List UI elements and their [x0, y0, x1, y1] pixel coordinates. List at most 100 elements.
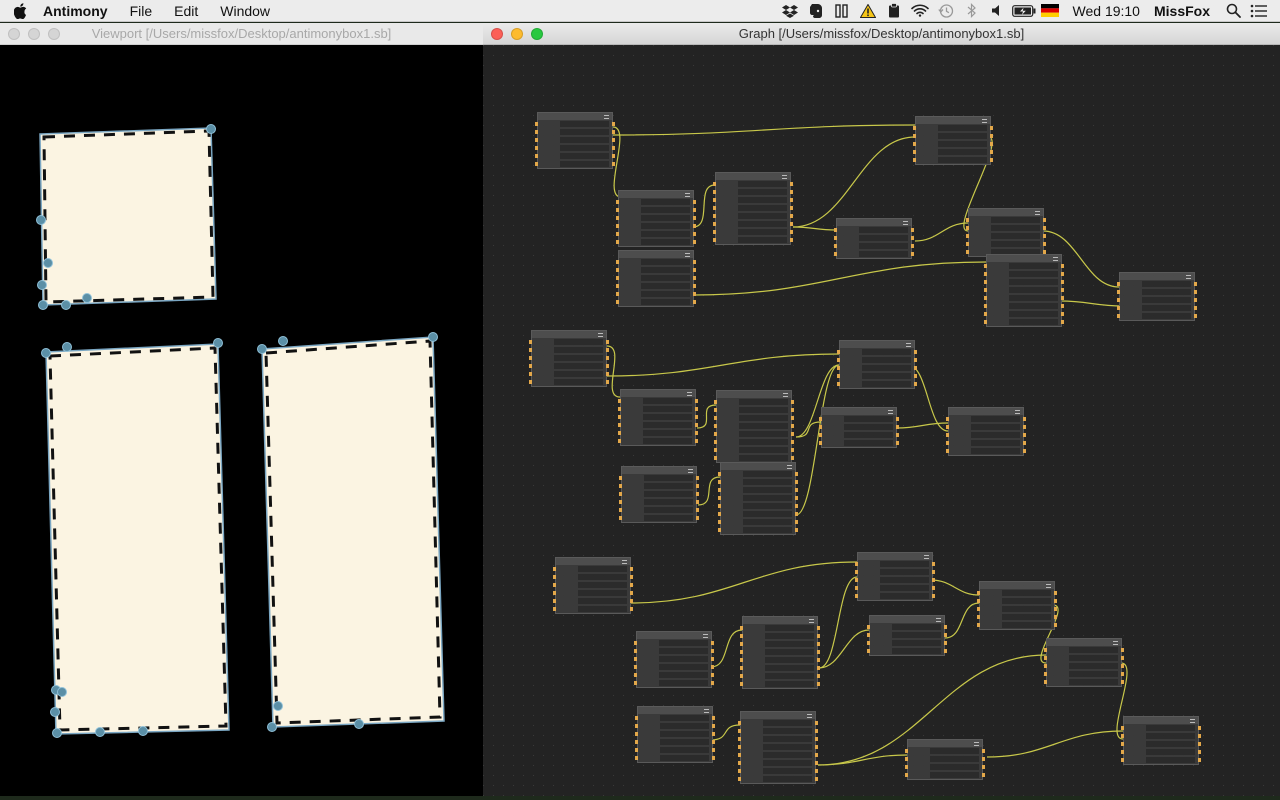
- output-pin[interactable]: [990, 158, 993, 162]
- node-field-row[interactable]: [740, 664, 820, 672]
- input-pin[interactable]: [966, 242, 969, 246]
- node-menu-icon[interactable]: [903, 220, 908, 225]
- node-field-row[interactable]: [718, 470, 798, 478]
- node-field-row[interactable]: [713, 236, 793, 244]
- node-connection-wire[interactable]: [795, 364, 840, 438]
- output-pin[interactable]: [795, 472, 798, 476]
- input-pin[interactable]: [616, 240, 619, 244]
- node-field-row[interactable]: [867, 647, 947, 655]
- input-pin[interactable]: [1117, 290, 1120, 294]
- node-field-row[interactable]: [913, 132, 993, 140]
- node-field-row[interactable]: [616, 230, 696, 238]
- node-field-row[interactable]: [619, 482, 699, 490]
- node-field-row[interactable]: [634, 647, 714, 655]
- graph-node[interactable]: [740, 616, 820, 689]
- node-field-row[interactable]: [1117, 304, 1197, 312]
- output-pin[interactable]: [1023, 449, 1026, 453]
- input-pin[interactable]: [1121, 742, 1124, 746]
- output-pin[interactable]: [1198, 758, 1201, 762]
- node-field-value[interactable]: [1069, 647, 1118, 653]
- input-pin[interactable]: [714, 408, 717, 412]
- output-pin[interactable]: [693, 216, 696, 220]
- output-pin[interactable]: [791, 456, 794, 460]
- output-pin[interactable]: [791, 424, 794, 428]
- node-field-row[interactable]: [634, 679, 714, 687]
- node-menu-icon[interactable]: [974, 741, 979, 746]
- node-field-row[interactable]: [984, 262, 1064, 270]
- input-pin[interactable]: [635, 716, 638, 720]
- node-field-value[interactable]: [763, 728, 812, 734]
- node-field-row[interactable]: [1044, 646, 1124, 654]
- input-pin[interactable]: [718, 520, 721, 524]
- output-pin[interactable]: [790, 206, 793, 210]
- input-pin[interactable]: [740, 666, 743, 670]
- output-pin[interactable]: [1023, 441, 1026, 445]
- node-field-row[interactable]: [619, 474, 699, 482]
- input-pin[interactable]: [1117, 314, 1120, 318]
- input-pin[interactable]: [616, 200, 619, 204]
- node-field-value[interactable]: [660, 747, 709, 753]
- control-handles[interactable]: [36, 124, 438, 738]
- output-pin[interactable]: [795, 496, 798, 500]
- output-pin[interactable]: [790, 230, 793, 234]
- node-field-value[interactable]: [738, 229, 787, 235]
- input-pin[interactable]: [713, 206, 716, 210]
- graph-node[interactable]: [714, 390, 794, 463]
- input-pin[interactable]: [718, 480, 721, 484]
- node-menu-icon[interactable]: [622, 559, 627, 564]
- node-field-value[interactable]: [643, 414, 692, 420]
- node-header[interactable]: [987, 255, 1061, 262]
- output-pin[interactable]: [712, 732, 715, 736]
- node-field-value[interactable]: [644, 475, 693, 481]
- output-pin[interactable]: [711, 641, 714, 645]
- output-pin[interactable]: [1043, 218, 1046, 222]
- node-connection-wire[interactable]: [963, 136, 993, 232]
- node-field-row[interactable]: [740, 624, 820, 632]
- node-field-row[interactable]: [946, 423, 1026, 431]
- bracket-icon[interactable]: [829, 0, 855, 22]
- node-field-row[interactable]: [714, 446, 794, 454]
- node-field-value[interactable]: [880, 577, 929, 583]
- output-pin[interactable]: [795, 528, 798, 532]
- node-field-value[interactable]: [880, 585, 929, 591]
- clipboard-icon[interactable]: [881, 0, 907, 22]
- node-menu-icon[interactable]: [782, 174, 787, 179]
- node-field-value[interactable]: [763, 744, 812, 750]
- input-pin[interactable]: [619, 476, 622, 480]
- node-field-row[interactable]: [1117, 296, 1197, 304]
- node-field-row[interactable]: [1117, 288, 1197, 296]
- node-field-value[interactable]: [1009, 287, 1058, 293]
- graph-node[interactable]: [913, 116, 993, 165]
- node-field-value[interactable]: [763, 760, 812, 766]
- node-field-row[interactable]: [984, 278, 1064, 286]
- input-pin[interactable]: [977, 591, 980, 595]
- input-pin[interactable]: [634, 641, 637, 645]
- volume-icon[interactable]: [985, 0, 1011, 22]
- node-connection-wire[interactable]: [795, 421, 822, 438]
- output-pin[interactable]: [817, 634, 820, 638]
- app-menu[interactable]: Antimony: [43, 2, 108, 19]
- input-pin[interactable]: [713, 238, 716, 242]
- node-field-value[interactable]: [763, 752, 812, 758]
- node-field-row[interactable]: [1121, 748, 1201, 756]
- node-field-value[interactable]: [554, 347, 603, 353]
- node-field-row[interactable]: [819, 415, 899, 423]
- node-field-value[interactable]: [554, 339, 603, 345]
- node-connection-wire[interactable]: [930, 579, 980, 596]
- output-pin[interactable]: [696, 476, 699, 480]
- output-pin[interactable]: [695, 407, 698, 411]
- input-pin[interactable]: [834, 228, 837, 232]
- input-pin[interactable]: [714, 448, 717, 452]
- output-pin[interactable]: [911, 252, 914, 256]
- node-connection-wire[interactable]: [896, 422, 949, 429]
- output-pin[interactable]: [944, 625, 947, 629]
- output-pin[interactable]: [695, 415, 698, 419]
- input-pin[interactable]: [855, 594, 858, 598]
- input-pin[interactable]: [913, 126, 916, 130]
- node-field-row[interactable]: [713, 204, 793, 212]
- graph-node[interactable]: [718, 462, 798, 535]
- input-pin[interactable]: [977, 615, 980, 619]
- output-pin[interactable]: [795, 512, 798, 516]
- output-pin[interactable]: [1061, 288, 1064, 292]
- output-pin[interactable]: [911, 244, 914, 248]
